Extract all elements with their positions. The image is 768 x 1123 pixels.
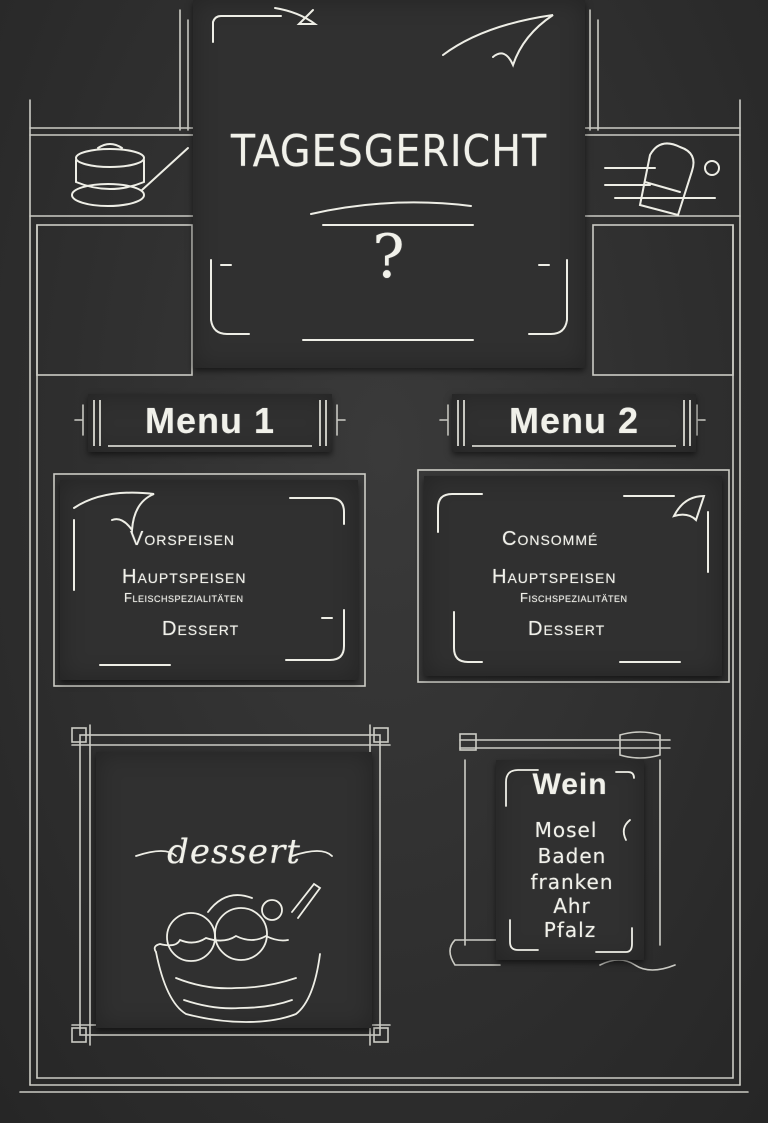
menu2-card-ornaments [437,493,709,663]
menu1-card-ornaments [73,491,345,666]
chef-hat-and-cutlery-icon [604,142,720,217]
menu1-card: Vorspeisen Hauptspeisen Fleischspezialit… [60,480,358,680]
menu2-course-1: Consommé [502,528,599,550]
menu2-banner: Menu 2 [452,394,696,452]
dessert-board: dessert [96,752,372,1028]
wine-board-ornaments [505,769,635,953]
wine-title: Wein [532,768,608,801]
wine-item-4: Ahr [553,894,591,918]
wine-item-1: Mosel [534,818,598,842]
menu2-course-2-detail: Fischspezialitäten [520,590,628,605]
ice-cream-bowl-icon [135,850,333,1023]
dessert-label: dessert [167,832,301,872]
wine-item-2: Baden [537,844,607,868]
wine-item-3: franken [530,870,614,894]
cooking-pot-and-pan-icon [71,143,189,207]
wine-item-5: Pfalz [543,918,597,942]
menu1-course-3: Dessert [162,618,240,640]
title-board-ornaments [210,7,568,341]
board-title: TAGESGERICHT [230,126,548,177]
wine-board: Wein Mosel Baden franken Ahr Pfalz [496,760,644,960]
menu1-course-2: Hauptspeisen [122,566,247,588]
menu1-course-2-detail: Fleischspezialitäten [124,590,244,605]
menu1-course-1: Vorspeisen [130,528,236,550]
menu1-banner-ornaments [93,400,327,447]
menu2-course-3: Dessert [528,618,606,640]
title-mark: ? [372,222,406,292]
menu1-banner: Menu 1 [88,394,332,452]
menu2-card: Consommé Hauptspeisen Fischspezialitäten… [424,476,722,676]
menu2-title: Menu 2 [508,400,639,441]
title-board: TAGESGERICHT ? [193,0,585,368]
menu1-title: Menu 1 [144,400,275,441]
menu2-banner-ornaments [457,400,691,447]
menu2-course-2: Hauptspeisen [492,566,617,588]
